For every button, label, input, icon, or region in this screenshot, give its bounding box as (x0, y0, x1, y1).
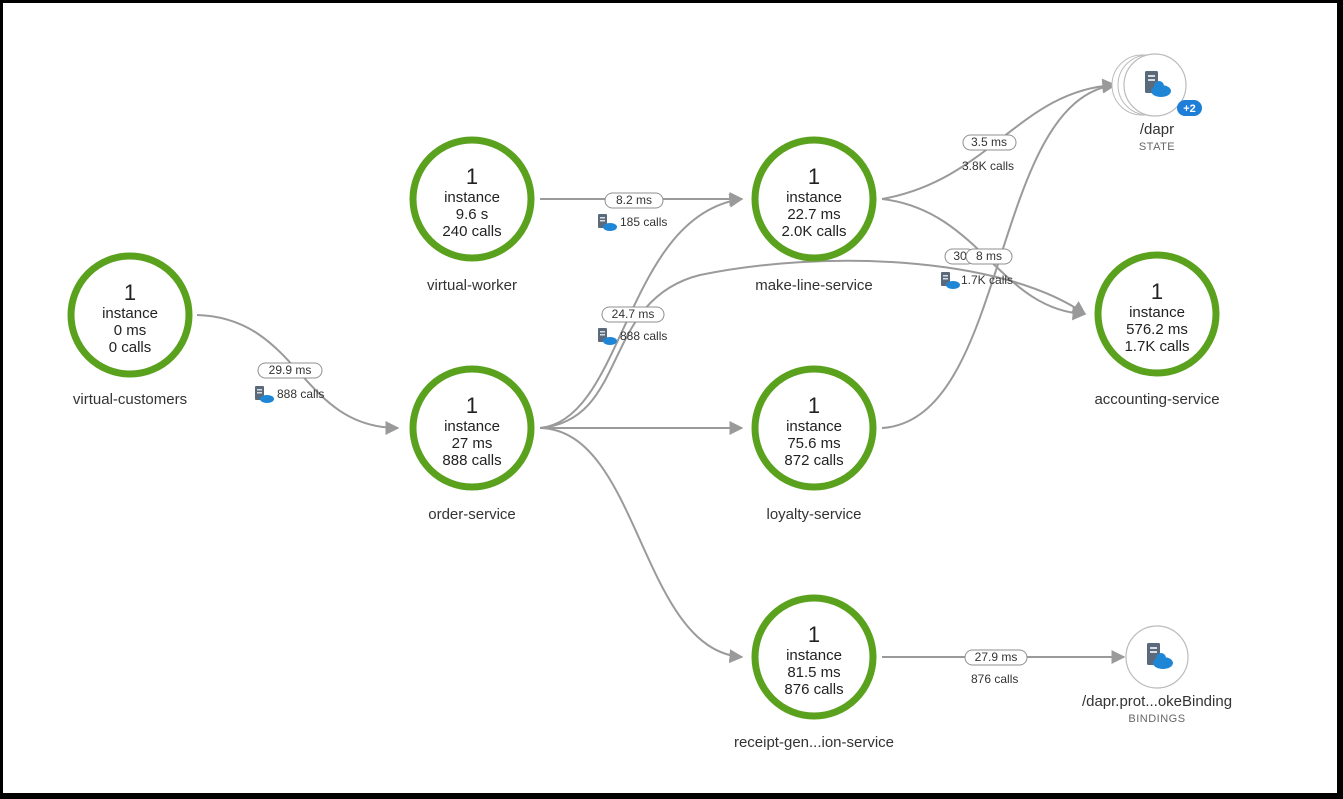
node-name: accounting-service (1094, 391, 1219, 408)
node-latency: 27 ms (452, 435, 493, 452)
node-latency: 9.6 s (456, 206, 489, 223)
badge-text: +2 (1183, 103, 1196, 115)
edge-latency: 27.9 ms (975, 650, 1018, 664)
edge-calls: 185 calls (620, 215, 667, 229)
node-virtual-customers[interactable]: 1 instance 0 ms 0 calls virtual-customer… (67, 252, 193, 408)
node-order-service[interactable]: 1 instance 27 ms 888 calls order-service (409, 365, 535, 523)
edge-order-to-accounting[interactable] (539, 259, 1087, 429)
node-instance-label: instance (444, 189, 500, 206)
server-cloud-icon (941, 272, 960, 289)
node-name: loyalty-service (766, 506, 861, 523)
server-cloud-icon (598, 214, 617, 231)
node-calls: 1.7K calls (1124, 338, 1189, 355)
edge-calls: 3.8K calls (962, 159, 1014, 173)
edge-label-customers-to-order[interactable]: 29.9 ms 888 calls (255, 362, 324, 403)
edge-label-worker-to-makeline[interactable]: 8.2 ms 185 calls (598, 192, 667, 231)
node-instance-count: 1 (1151, 279, 1163, 304)
node-name: receipt-gen...ion-service (734, 734, 894, 751)
node-calls: 888 calls (442, 452, 501, 469)
node-name: make-line-service (755, 277, 873, 294)
node-receipt-generation-service[interactable]: 1 instance 81.5 ms 876 calls receipt-gen… (734, 594, 894, 751)
edge-label-to-accounting[interactable]: 30 8 ms 1.7K calls (941, 248, 1013, 289)
edge-latency: 3.5 ms (971, 135, 1007, 149)
external-dapr-bindings[interactable]: /dapr.prot...okeBinding BINDINGS (1082, 625, 1232, 725)
edge-latency: 30 (953, 249, 967, 263)
server-cloud-icon (598, 328, 617, 345)
node-latency: 75.6 ms (787, 435, 840, 452)
node-instance-label: instance (444, 418, 500, 435)
edge-calls: 888 calls (620, 329, 667, 343)
application-map-canvas: 29.9 ms 888 calls 8.2 ms 185 calls 24.7 … (3, 3, 1337, 793)
edge-latency: 29.9 ms (269, 363, 312, 377)
node-instance-count: 1 (808, 393, 820, 418)
node-name: virtual-worker (427, 277, 517, 294)
edge-latency: 24.7 ms (612, 307, 655, 321)
edge-label-order-to-makeline[interactable]: 24.7 ms 888 calls (598, 306, 667, 345)
server-cloud-icon (255, 386, 274, 403)
node-instance-count: 1 (808, 622, 820, 647)
more-badge[interactable] (1177, 100, 1202, 116)
external-dapr-state[interactable]: +2 /dapr STATE (1111, 53, 1202, 153)
server-cloud-icon (1145, 71, 1171, 97)
node-name: order-service (428, 506, 516, 523)
edge-calls: 876 calls (971, 672, 1018, 686)
external-type: BINDINGS (1128, 713, 1185, 725)
node-make-line-service[interactable]: 1 instance 22.7 ms 2.0K calls make-line-… (751, 136, 877, 294)
node-calls: 240 calls (442, 223, 501, 240)
external-type: STATE (1139, 141, 1175, 153)
node-instance-label: instance (102, 305, 158, 322)
edge-order-to-receipt[interactable] (539, 427, 744, 664)
edge-label-receipt-to-bindings[interactable]: 27.9 ms 876 calls (964, 649, 1028, 686)
edge-label-makeline-to-state[interactable]: 3.5 ms 3.8K calls (962, 134, 1017, 173)
node-loyalty-service[interactable]: 1 instance 75.6 ms 872 calls loyalty-ser… (751, 365, 877, 523)
node-calls: 872 calls (784, 452, 843, 469)
node-virtual-worker[interactable]: 1 instance 9.6 s 240 calls virtual-worke… (409, 136, 535, 294)
node-instance-label: instance (786, 647, 842, 664)
node-latency: 0 ms (114, 322, 147, 339)
node-instance-count: 1 (808, 164, 820, 189)
node-instance-label: instance (1129, 304, 1185, 321)
node-instance-count: 1 (466, 164, 478, 189)
node-accounting-service[interactable]: 1 instance 576.2 ms 1.7K calls accountin… (1094, 251, 1220, 408)
node-calls: 876 calls (784, 681, 843, 698)
external-name: /dapr (1140, 121, 1174, 138)
node-calls: 2.0K calls (781, 223, 846, 240)
edge-latency: 8.2 ms (616, 193, 652, 207)
node-instance-label: instance (786, 418, 842, 435)
node-latency: 81.5 ms (787, 664, 840, 681)
node-name: virtual-customers (73, 391, 187, 408)
edge-latency-secondary: 8 ms (976, 249, 1002, 263)
edge-calls: 888 calls (277, 387, 324, 401)
node-calls: 0 calls (109, 339, 152, 356)
external-name: /dapr.prot...okeBinding (1082, 693, 1232, 710)
server-cloud-icon (1147, 643, 1173, 669)
node-latency: 22.7 ms (787, 206, 840, 223)
node-instance-label: instance (786, 189, 842, 206)
edge-calls: 1.7K calls (961, 273, 1013, 287)
node-instance-count: 1 (466, 393, 478, 418)
node-latency: 576.2 ms (1126, 321, 1188, 338)
node-instance-count: 1 (124, 280, 136, 305)
